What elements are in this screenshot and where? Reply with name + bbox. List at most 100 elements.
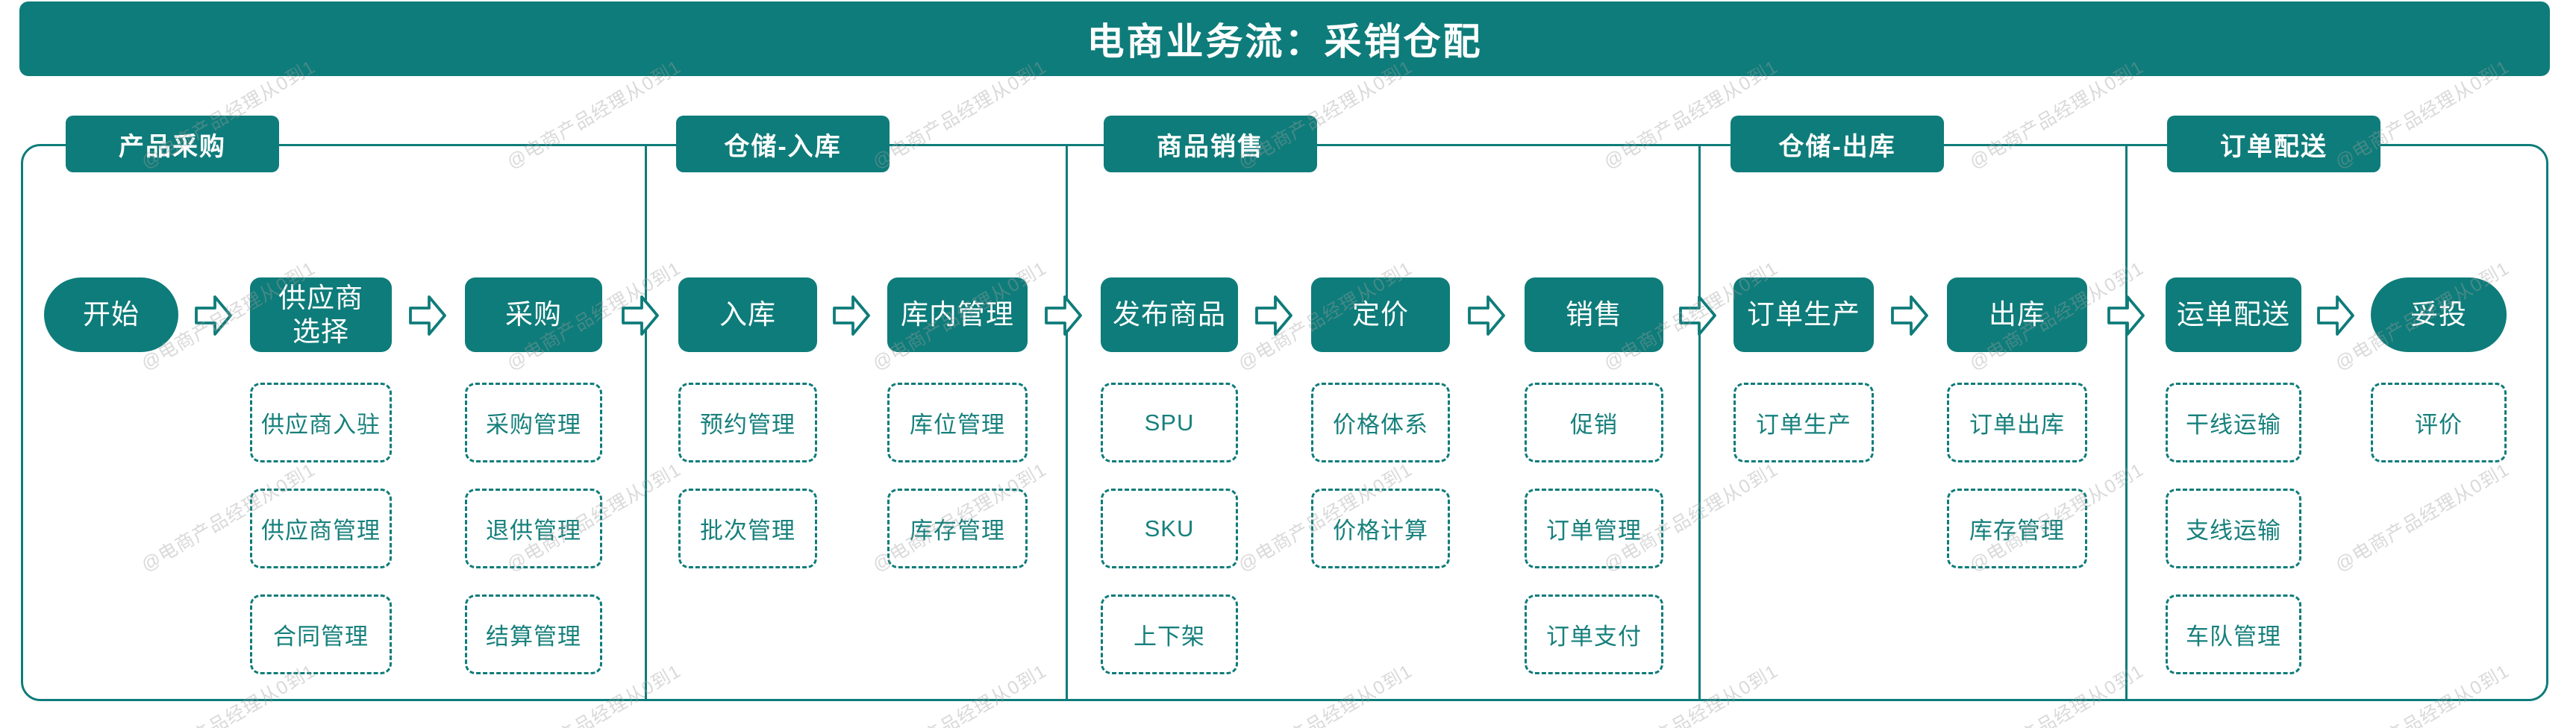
flow-node-procure: 采购 <box>465 277 602 352</box>
flow-arrow-icon <box>1678 294 1717 337</box>
sub-box-label: 结算管理 <box>486 624 581 650</box>
sub-box-supplier-selection-3: 合同管理 <box>250 594 392 674</box>
flow-node-label: 订单生产 <box>1747 299 1860 330</box>
title-banner: 电商业务流：采销仓配 <box>19 1 2550 76</box>
sub-box-publish-product-1: SPU <box>1101 383 1238 462</box>
section-header-product-procurement: 产品采购 <box>66 116 279 172</box>
flow-node-label: 库内管理 <box>901 299 1014 330</box>
sub-box-label: 干线运输 <box>2186 412 2281 438</box>
flow-arrow-icon <box>621 294 660 337</box>
sub-box-label: 价格计算 <box>1333 518 1428 544</box>
section-header-label: 订单配送 <box>2220 132 2328 161</box>
section-header-warehouse-inbound: 仓储-入库 <box>676 116 890 172</box>
flow-node-label: 采购 <box>505 299 562 330</box>
sub-box-label: 促销 <box>1570 412 1618 438</box>
sub-box-inbound-2: 批次管理 <box>678 489 817 568</box>
flow-arrow-icon <box>1890 294 1929 337</box>
sub-box-label: 评价 <box>2415 412 2463 438</box>
sub-box-label: 退供管理 <box>486 518 581 544</box>
sub-box-publish-product-2: SKU <box>1101 489 1238 568</box>
sub-box-label: SPU <box>1144 409 1195 436</box>
sub-box-waybill-delivery-2: 支线运输 <box>2166 489 2301 568</box>
sub-box-publish-product-3: 上下架 <box>1101 594 1238 674</box>
flow-arrow-icon <box>1044 294 1083 337</box>
flow-arrow-icon <box>408 294 447 337</box>
section-divider <box>2125 144 2128 701</box>
flow-arrow-icon <box>832 294 871 337</box>
sub-box-label: 上下架 <box>1134 624 1205 650</box>
sub-box-label: SKU <box>1144 515 1195 542</box>
section-header-label: 仓储-入库 <box>724 132 842 161</box>
section-header-label: 仓储-出库 <box>1778 132 1896 161</box>
sub-box-sales-1: 促销 <box>1525 383 1663 462</box>
sub-box-delivered-1: 评价 <box>2371 383 2507 462</box>
flow-node-start: 开始 <box>44 277 178 352</box>
section-divider <box>1698 144 1701 701</box>
sub-box-pricing-2: 价格计算 <box>1311 489 1450 568</box>
sub-box-order-production-1: 订单生产 <box>1734 383 1874 462</box>
sub-box-waybill-delivery-1: 干线运输 <box>2166 383 2301 462</box>
sub-box-outbound-1: 订单出库 <box>1947 383 2087 462</box>
section-header-warehouse-outbound: 仓储-出库 <box>1731 116 1944 172</box>
sub-box-waybill-delivery-3: 车队管理 <box>2166 594 2301 674</box>
flow-node-label: 入库 <box>719 299 776 330</box>
flow-node-in-warehouse-management: 库内管理 <box>887 277 1028 352</box>
sub-box-label: 批次管理 <box>700 518 795 544</box>
section-header-label: 产品采购 <box>119 132 226 161</box>
flow-arrow-icon <box>1254 294 1293 337</box>
section-divider <box>645 144 647 701</box>
sub-box-procure-2: 退供管理 <box>465 489 602 568</box>
flow-node-label: 销售 <box>1566 299 1622 330</box>
sub-box-in-warehouse-management-2: 库存管理 <box>887 489 1028 568</box>
flow-node-label: 供应商 选择 <box>278 282 363 347</box>
flow-node-delivered: 妥投 <box>2371 277 2507 352</box>
sub-box-outbound-2: 库存管理 <box>1947 489 2087 568</box>
sub-box-label: 订单出库 <box>1969 412 2065 438</box>
flow-node-order-production: 订单生产 <box>1734 277 1874 352</box>
flow-node-waybill-delivery: 运单配送 <box>2166 277 2301 352</box>
sub-box-label: 库位管理 <box>910 412 1005 438</box>
sub-box-pricing-1: 价格体系 <box>1311 383 1450 462</box>
flow-node-label: 运单配送 <box>2177 299 2290 330</box>
section-divider <box>1066 144 1068 701</box>
sub-box-inbound-1: 预约管理 <box>678 383 817 462</box>
sub-box-supplier-selection-2: 供应商管理 <box>250 489 392 568</box>
flow-arrow-icon <box>2316 294 2355 337</box>
flow-node-label: 出库 <box>1989 299 2045 330</box>
flow-arrow-icon <box>1467 294 1506 337</box>
sub-box-label: 支线运输 <box>2186 518 2281 544</box>
flow-node-pricing: 定价 <box>1311 277 1450 352</box>
sub-box-label: 库存管理 <box>1969 518 2065 544</box>
flow-node-label: 发布商品 <box>1113 299 1226 330</box>
sub-box-label: 价格体系 <box>1333 412 1428 438</box>
section-header-order-delivery: 订单配送 <box>2167 116 2380 172</box>
sub-box-label: 订单支付 <box>1546 624 1642 650</box>
sub-box-label: 库存管理 <box>910 518 1005 544</box>
flow-node-publish-product: 发布商品 <box>1101 277 1238 352</box>
sub-box-procure-3: 结算管理 <box>465 594 602 674</box>
sub-box-label: 合同管理 <box>273 624 369 650</box>
flow-arrow-icon <box>194 294 233 337</box>
flow-node-label: 定价 <box>1352 299 1409 330</box>
flow-node-inbound: 入库 <box>678 277 817 352</box>
sub-box-label: 订单生产 <box>1756 412 1851 438</box>
page-title: 电商业务流：采销仓配 <box>1087 21 1483 63</box>
section-header-label: 商品销售 <box>1157 132 1264 161</box>
sub-box-sales-3: 订单支付 <box>1525 594 1663 674</box>
sub-box-supplier-selection-1: 供应商入驻 <box>250 383 392 462</box>
flow-arrow-icon <box>2107 294 2145 337</box>
sub-box-sales-2: 订单管理 <box>1525 489 1663 568</box>
section-header-product-sales: 商品销售 <box>1104 116 1317 172</box>
flow-node-supplier-selection: 供应商 选择 <box>250 277 392 352</box>
sub-box-label: 供应商管理 <box>261 518 381 544</box>
flow-node-label: 妥投 <box>2410 299 2467 330</box>
sub-box-label: 订单管理 <box>1546 518 1642 544</box>
sub-box-label: 车队管理 <box>2186 624 2281 650</box>
flow-node-label: 开始 <box>83 299 140 330</box>
sub-box-label: 供应商入驻 <box>261 412 381 438</box>
flow-node-sales: 销售 <box>1525 277 1663 352</box>
sub-box-label: 采购管理 <box>486 412 581 438</box>
sub-box-procure-1: 采购管理 <box>465 383 602 462</box>
sub-box-label: 预约管理 <box>700 412 795 438</box>
